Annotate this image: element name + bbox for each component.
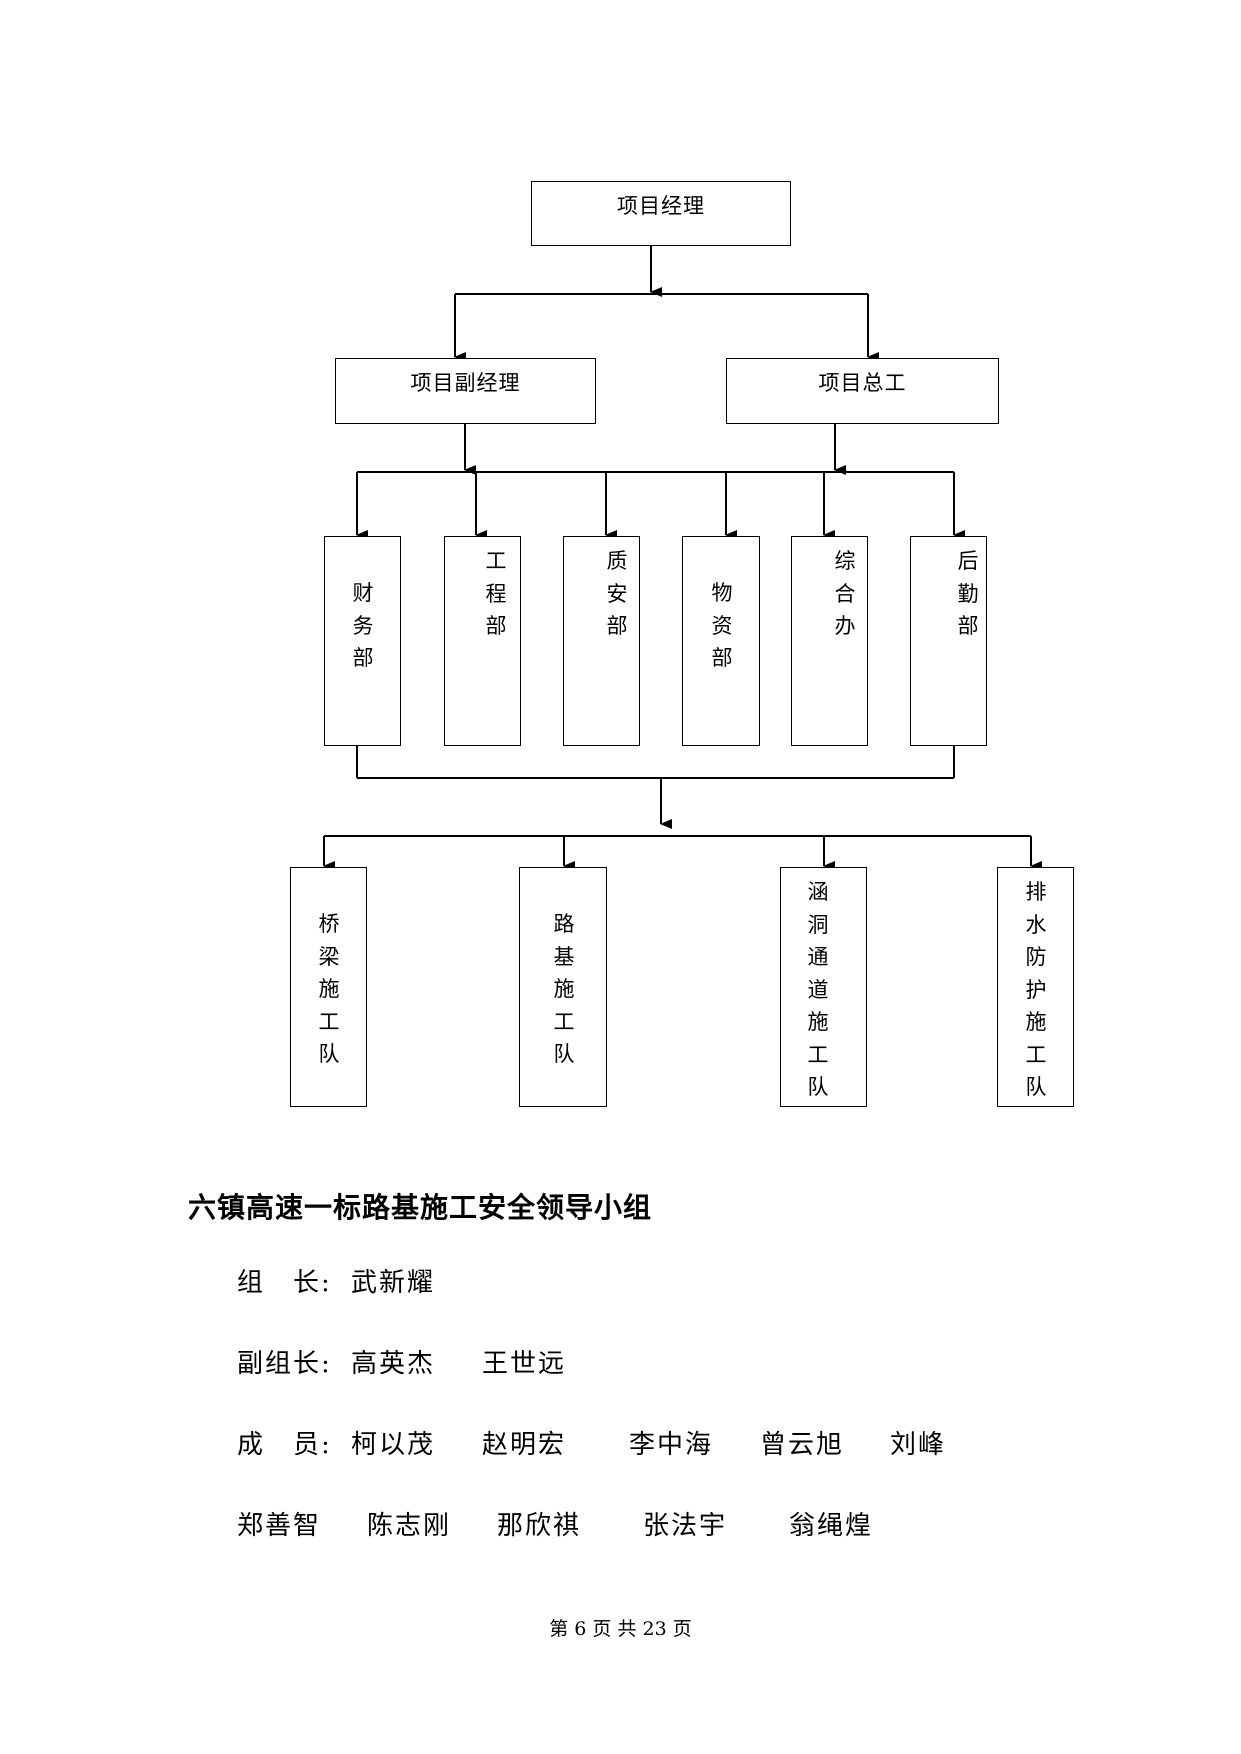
org-chart: 项目经理 项目副经理 项目总工 财 务 部 工 程 部 质 安 部 物 资 部 … bbox=[290, 181, 1074, 1107]
node-dept-finance: 财 务 部 bbox=[324, 536, 401, 746]
node-deputy-manager: 项目副经理 bbox=[335, 358, 596, 424]
node-dept-engineering: 工 程 部 bbox=[444, 536, 521, 746]
node-chief-engineer: 项目总工 bbox=[726, 358, 999, 424]
node-label: 后 勤 部 bbox=[957, 549, 979, 638]
node-label: 项目副经理 bbox=[410, 371, 521, 395]
node-dept-materials: 物 资 部 bbox=[682, 536, 760, 746]
node-label: 工 程 部 bbox=[485, 549, 507, 638]
leader-name: 武新耀 bbox=[351, 1268, 436, 1298]
node-team-drainage: 排 水 防 护 施 工 队 bbox=[997, 867, 1074, 1107]
node-label: 路 基 施 工 队 bbox=[553, 912, 575, 1066]
node-label: 综 合 办 bbox=[834, 549, 856, 638]
node-label: 物 资 部 bbox=[711, 581, 733, 670]
deputy-label: 副组长: bbox=[237, 1349, 332, 1379]
member-name: 赵明宏 bbox=[482, 1430, 567, 1460]
leader-label: 组 长: bbox=[237, 1268, 332, 1298]
member-name: 曾云旭 bbox=[760, 1430, 845, 1460]
node-label: 桥 梁 施 工 队 bbox=[318, 912, 340, 1066]
member-name: 张法宇 bbox=[643, 1511, 728, 1541]
node-label: 涵 洞 通 道 施 工 队 bbox=[807, 880, 829, 1099]
node-dept-general-office: 综 合 办 bbox=[791, 536, 868, 746]
member-name: 郑善智 bbox=[237, 1511, 322, 1541]
deputy-name: 王世远 bbox=[482, 1349, 567, 1379]
member-name: 那欣祺 bbox=[497, 1511, 582, 1541]
member-name: 李中海 bbox=[629, 1430, 714, 1460]
node-label: 财 务 部 bbox=[352, 581, 374, 670]
node-dept-quality-safety: 质 安 部 bbox=[563, 536, 640, 746]
page-footer: 第 6 页 共 23 页 bbox=[549, 1618, 692, 1640]
deputy-name: 高英杰 bbox=[351, 1349, 436, 1379]
node-team-subgrade: 路 基 施 工 队 bbox=[519, 867, 607, 1107]
node-label: 排 水 防 护 施 工 队 bbox=[1025, 880, 1047, 1099]
member-name: 翁绳煌 bbox=[789, 1511, 874, 1541]
node-label: 项目总工 bbox=[818, 371, 907, 395]
org-chart-connectors bbox=[323, 246, 1042, 871]
node-label: 项目经理 bbox=[617, 194, 705, 218]
node-team-culvert: 涵 洞 通 道 施 工 队 bbox=[780, 867, 867, 1107]
node-dept-logistics: 后 勤 部 bbox=[910, 536, 987, 746]
member-name: 刘峰 bbox=[890, 1430, 947, 1460]
node-project-manager: 项目经理 bbox=[531, 181, 791, 246]
members-label: 成 员: bbox=[237, 1430, 332, 1460]
member-name: 柯以茂 bbox=[351, 1430, 436, 1460]
section-title: 六镇高速一标路基施工安全领导小组 bbox=[188, 1191, 653, 1224]
node-team-bridge: 桥 梁 施 工 队 bbox=[290, 867, 367, 1107]
node-label: 质 安 部 bbox=[606, 549, 628, 638]
member-name: 陈志刚 bbox=[367, 1511, 452, 1541]
